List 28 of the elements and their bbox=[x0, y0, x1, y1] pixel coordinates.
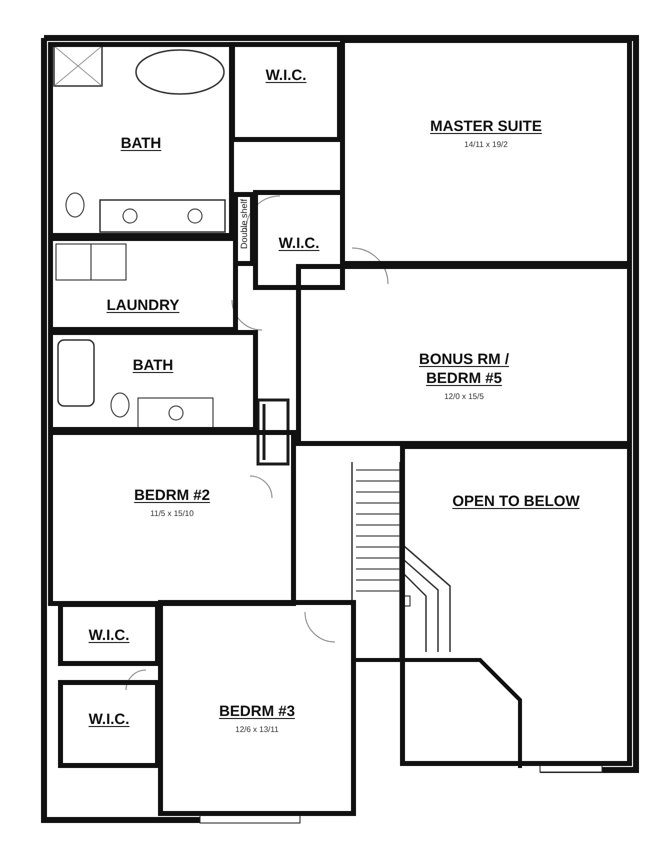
room-name: MASTER SUITE bbox=[429, 118, 543, 137]
room-outline bbox=[48, 430, 296, 606]
room-name: BATH bbox=[120, 135, 162, 154]
room-label: Double shelf bbox=[240, 199, 248, 250]
room-outline bbox=[48, 330, 258, 432]
room-name: OPEN TO BELOW bbox=[451, 493, 581, 512]
room-name: W.I.C. bbox=[278, 235, 320, 254]
room-name: BATH bbox=[132, 357, 174, 376]
room-name: BEDRM #2 bbox=[133, 487, 211, 506]
room-outline bbox=[296, 264, 632, 446]
room-dimensions: 12/6 x 13/11 bbox=[235, 724, 279, 735]
room-name: W.I.C. bbox=[88, 627, 130, 646]
room-outline bbox=[58, 680, 160, 768]
room-outline bbox=[340, 38, 632, 266]
room-name: BEDRM #3 bbox=[218, 703, 296, 722]
room-name: W.I.C. bbox=[264, 67, 308, 86]
room-dimensions: 14/11 x 19/2 bbox=[464, 140, 508, 150]
room-dimensions: 11/5 x 15/10 bbox=[150, 508, 194, 519]
room-outline bbox=[48, 236, 238, 332]
room-name: W.I.C. bbox=[88, 711, 130, 730]
room-dimensions: 12/0 x 15/5 bbox=[444, 392, 484, 402]
room-outline bbox=[158, 600, 356, 816]
room-outline bbox=[233, 192, 255, 266]
room-outline bbox=[253, 190, 345, 290]
room-name: BONUS RM / BEDRM #5 bbox=[418, 351, 510, 388]
room-name: LAUNDRY bbox=[106, 297, 180, 316]
room-outline bbox=[400, 444, 632, 766]
room-outline bbox=[48, 42, 234, 238]
